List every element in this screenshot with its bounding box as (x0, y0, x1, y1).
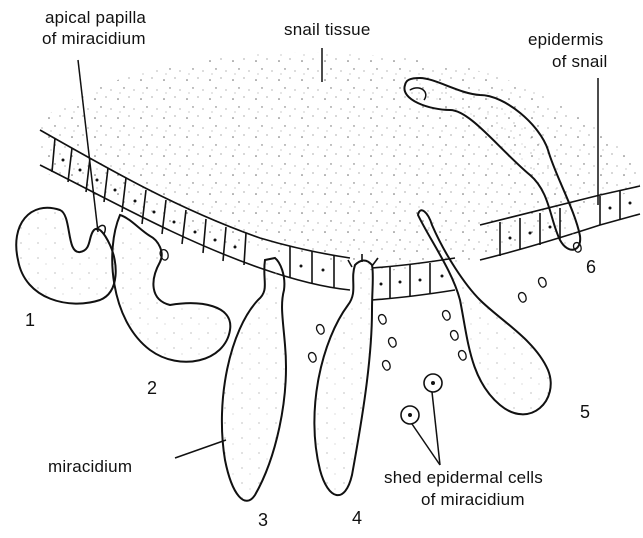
miracidium-pointer (175, 440, 226, 458)
miracidium-label: miracidium (48, 457, 132, 476)
stage-number-4: 4 (352, 508, 362, 529)
miracidium-stage-4 (314, 260, 373, 495)
stage-number-6: 6 (586, 257, 596, 278)
epidermis-label-line2: of snail (552, 52, 607, 71)
stage-number-5: 5 (580, 402, 590, 423)
snail-tissue-label: snail tissue (284, 20, 371, 39)
stage-number-3: 3 (258, 510, 268, 531)
shed-cell-circles (401, 374, 442, 424)
stage-number-2: 2 (147, 378, 157, 399)
shed-cells-label-line2: of miracidium (421, 490, 525, 509)
miracidium-stage-3 (222, 258, 286, 501)
apical-papilla-label-line2: of miracidium (42, 29, 146, 48)
epidermis-label-line1: epidermis (528, 30, 604, 49)
apical-papilla-label-line1: apical papilla (45, 8, 146, 27)
shed-cells-label-line1: shed epidermal cells (384, 468, 543, 487)
stage-number-1: 1 (25, 310, 35, 331)
miracidium-stage-1 (16, 208, 115, 304)
